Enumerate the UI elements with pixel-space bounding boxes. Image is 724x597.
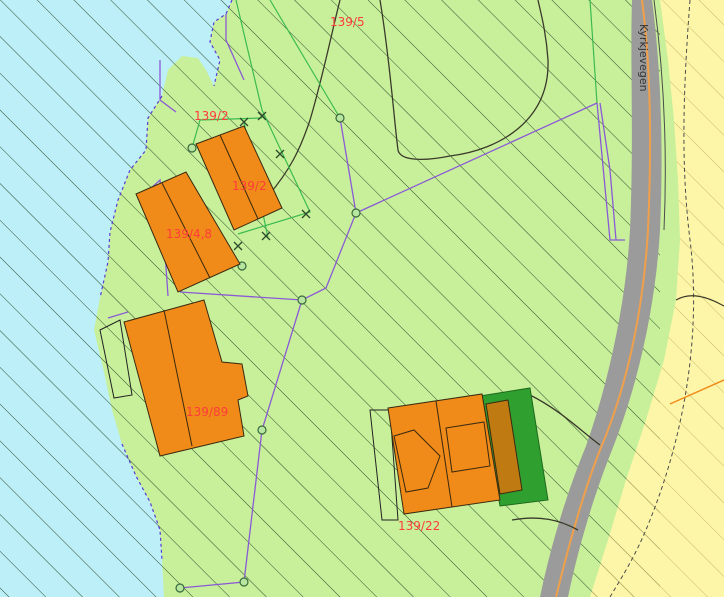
building-shape (123, 299, 249, 457)
building-shape (135, 171, 241, 293)
parcel-label-139-2-inside: 139/2 (232, 179, 267, 193)
boundary-point (187, 143, 197, 153)
road (540, 0, 662, 597)
boundary-point (297, 295, 307, 305)
outline-shape (369, 409, 399, 521)
building-139-2[interactable] (195, 125, 283, 231)
boundary-point (257, 425, 267, 435)
cross-marker (261, 231, 271, 241)
cross-marker (257, 111, 267, 121)
boundary-line (179, 212, 357, 301)
coast-dashed-line (99, 0, 233, 561)
cross-marker (275, 149, 285, 159)
roof-ridge (161, 182, 211, 279)
boundary-line (235, 0, 311, 235)
roof-detail (393, 429, 441, 493)
building-139-89[interactable] (123, 299, 249, 457)
boundary-line (339, 117, 357, 214)
road-edge (653, 0, 666, 231)
parcel-label-139-4-8: 139/4,8 (166, 227, 212, 241)
road-centerline (555, 0, 651, 597)
contour-line (267, 0, 341, 197)
boundary-line (225, 14, 245, 81)
boundary-line (599, 102, 617, 241)
building-139-22[interactable] (387, 387, 549, 515)
roof-ridge (219, 134, 259, 220)
boundary-line (269, 0, 341, 119)
boundary-point (239, 577, 249, 587)
east-boundary-line (609, 0, 695, 597)
contour-line (511, 517, 579, 531)
cross-marker (233, 241, 243, 251)
boundary-point (175, 583, 185, 593)
parcel-label-139-5: 139/5 (330, 15, 365, 29)
east-arrow (669, 379, 724, 405)
parcel-label-139-2-top: 139/2 (194, 109, 229, 123)
boundary-points (175, 113, 361, 593)
outline-shape (99, 319, 133, 399)
cross-marker (239, 117, 249, 127)
cross-marker (301, 209, 311, 219)
boundary-markers (233, 111, 311, 251)
boundary-point (335, 113, 345, 123)
annex-shape (485, 399, 523, 495)
hatch-overlay-east (590, 0, 724, 597)
roof-detail (445, 421, 491, 473)
roof-ridge (163, 309, 193, 447)
boundary-line (179, 299, 303, 589)
building-139-4-8[interactable] (135, 171, 241, 293)
boundary-line (159, 60, 177, 113)
contour-line (675, 295, 724, 307)
boundary-line (107, 311, 129, 319)
road-label: Kyrkjevegen (637, 24, 650, 92)
parcel-label-139-89: 139/89 (186, 405, 228, 419)
parcel-label-139-22: 139/22 (398, 519, 440, 533)
hatch-overlay (0, 0, 660, 597)
roof-ridge (435, 400, 453, 508)
boundary-line (355, 102, 625, 241)
boundary-point (351, 208, 361, 218)
contour-line (529, 394, 601, 446)
boundary-line (589, 0, 598, 104)
contour-line (379, 0, 549, 161)
